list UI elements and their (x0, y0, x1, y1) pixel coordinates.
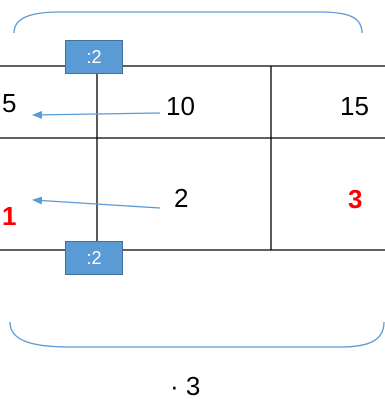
cell-r1-c1: 5 (2, 88, 17, 118)
divide-badge-bottom: :2 (65, 241, 123, 275)
top-brace (13, 11, 363, 34)
cell-r1-c2: 10 (166, 91, 195, 121)
cell-r2-c3: 3 (348, 184, 363, 214)
multiply-label: · 3 (170, 371, 201, 401)
cell-r2-c1: 1 (2, 201, 17, 231)
cell-r1-c3: 15 (340, 91, 369, 121)
arrow-10-to-5 (32, 110, 161, 119)
divide-badge-top: :2 (65, 40, 123, 74)
cell-r2-c2: 2 (174, 183, 189, 213)
bottom-brace (9, 321, 385, 348)
arrow-2-to-1 (32, 196, 161, 209)
